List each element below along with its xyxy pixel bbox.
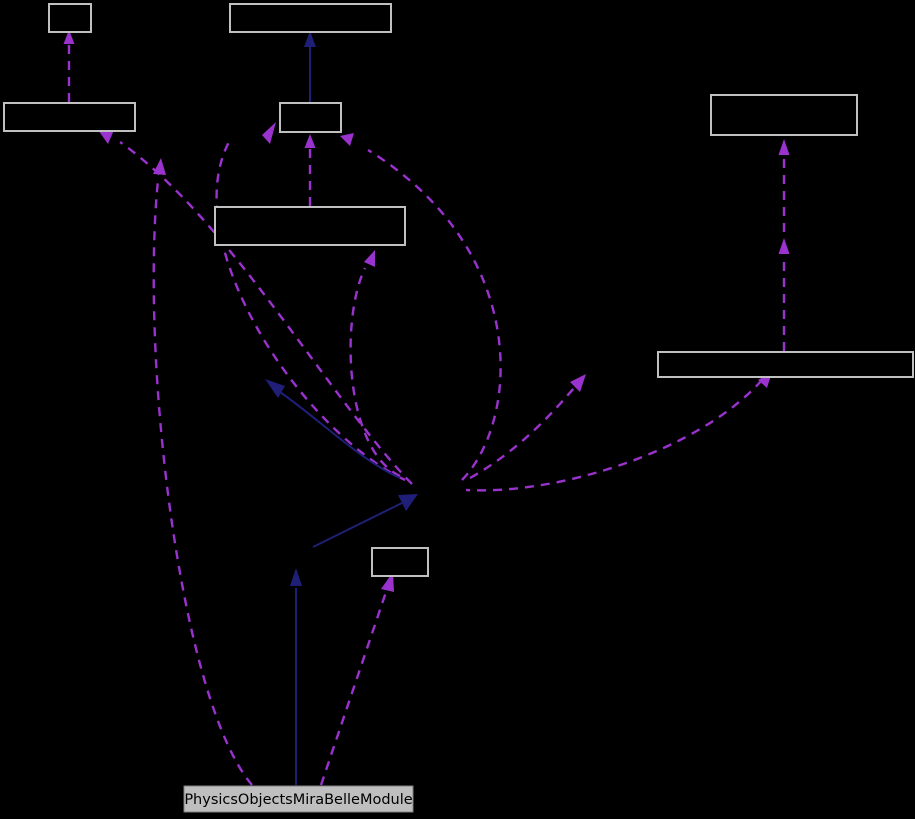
edge-hub-to-n4-b [340,133,502,481]
edge-n4-to-n2 [304,31,316,102]
node-current-label: PhysicsObjectsMiraBelleModule [184,792,412,808]
edge-hub-to-mid [469,374,586,480]
edge-hub-to-n6-inherit [265,379,401,479]
edge-n9-to-n3 [152,158,253,786]
node-n5[interactable] [710,94,858,136]
node-n3[interactable] [3,102,136,132]
edge-n7-to-n5 [778,139,790,351]
node-n4[interactable] [279,102,342,133]
edge-n9-to-hub-diagonal [312,494,418,548]
node-current-physicsobjectsmirabellemodule[interactable]: PhysicsObjectsMiraBelleModule [183,785,414,813]
edge-n7-to-hub [465,372,772,492]
edge-hub-to-n4-a [215,122,406,482]
edge-n6-to-n4 [304,134,316,206]
edge-n3-to-n1 [63,30,75,102]
node-n6[interactable] [214,206,406,246]
node-n2[interactable] [229,3,392,33]
node-n7[interactable] [657,351,914,378]
edge-hub-to-n6 [349,250,401,478]
edge-hub-to-n3 [98,130,413,485]
node-n8[interactable] [371,547,429,577]
edge-n9-to-hub-vertical [290,568,302,785]
node-n1[interactable] [48,3,92,33]
edge-n9-to-n8 [319,572,394,786]
